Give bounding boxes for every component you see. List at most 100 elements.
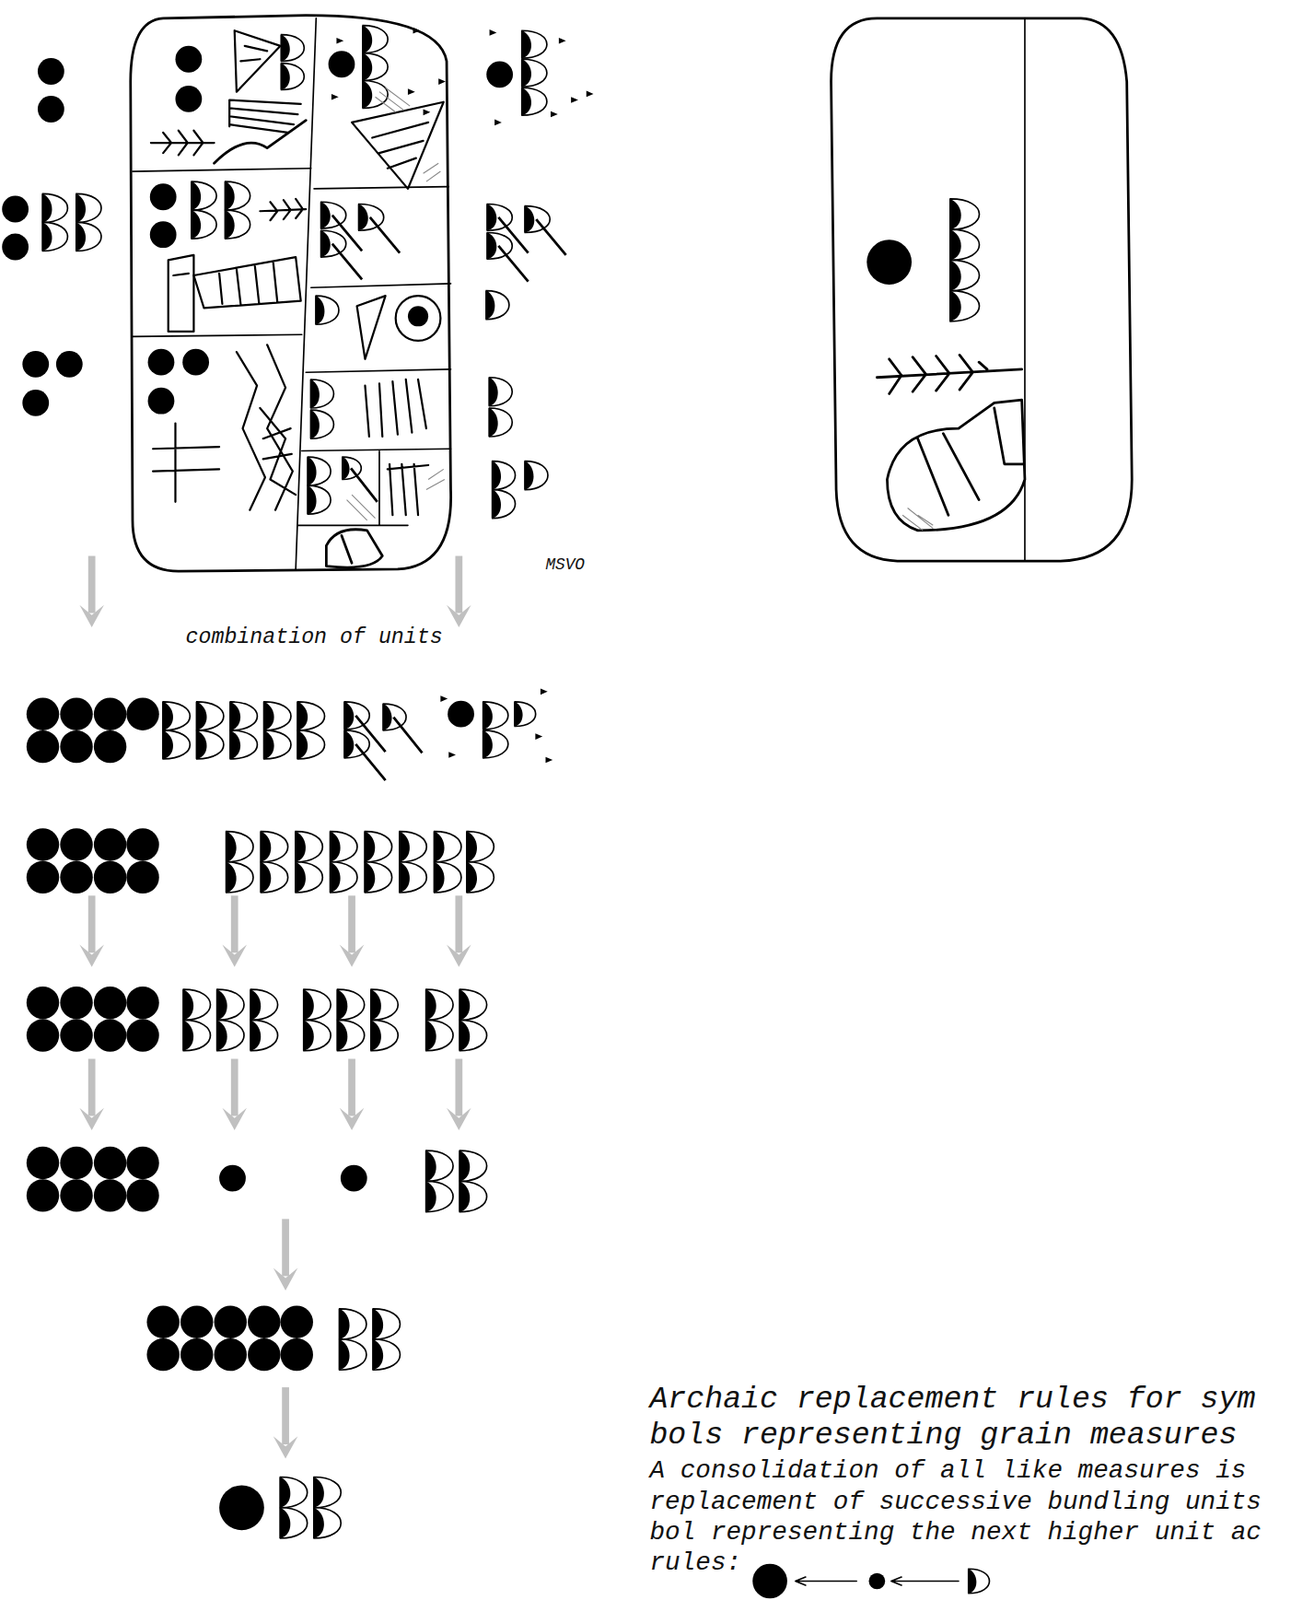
gray-arrow: [281, 1218, 290, 1276]
gray-arrow: [348, 1058, 356, 1117]
sign-stroke: [151, 130, 215, 156]
numeral-dot: [126, 1018, 159, 1051]
numeral-dot: [126, 1178, 159, 1211]
grain-measure-sign: [183, 988, 210, 1020]
grain-measure-sign: [483, 730, 509, 758]
tick-mark: [440, 695, 448, 702]
gray-arrowhead: [221, 1107, 247, 1130]
grain-measure-sign: [315, 295, 339, 325]
grain-measure-sign: [264, 730, 291, 759]
grain-measure-sign: [280, 1507, 308, 1538]
rule-note-line: replacement of successive bundling units: [649, 1488, 1262, 1516]
numeral-dot: [126, 827, 159, 861]
numeral-dot: [174, 85, 202, 113]
grain-measure-sign: [522, 58, 547, 87]
grain-measure-sign: [307, 485, 331, 514]
tick-mark: [413, 27, 421, 35]
grain-measure-sign: [314, 1477, 341, 1508]
grain-measure-sign: [339, 1338, 367, 1370]
gray-arrow: [454, 1058, 463, 1117]
grain-measure-sign: [330, 831, 358, 862]
sign-stroke: [168, 255, 195, 332]
grain-measure-sign: [311, 409, 335, 439]
numeral-dot: [126, 860, 159, 894]
grain-measure-sign: [466, 831, 494, 862]
gray-arrowhead: [79, 604, 105, 628]
tablet-outline: [130, 15, 452, 572]
rule-note-line: bols representing grain measures: [649, 1418, 1237, 1453]
grain-measure-sign: [950, 290, 979, 322]
grain-measure-sign: [76, 221, 102, 251]
grain-measure-sign: [371, 988, 398, 1020]
rule-note-line: A consolidation of all like measures is: [649, 1455, 1246, 1484]
gray-arrow: [88, 1058, 96, 1117]
rule-arrow: [795, 1576, 857, 1585]
gray-arrowhead: [273, 1435, 299, 1458]
numeral-dot: [59, 986, 93, 1019]
numeral-dot: [26, 730, 59, 763]
grain-measure-sign: [399, 861, 427, 893]
grain-measure-sign: [434, 831, 462, 862]
grain-measure-sign: [311, 379, 335, 408]
numeral-dot: [37, 58, 65, 85]
numeral-dot: [180, 1337, 213, 1371]
numeral-dot: [447, 700, 475, 728]
numeral-dot: [180, 1304, 213, 1338]
grain-measure-sign: [191, 209, 217, 239]
grain-measure-sign: [260, 831, 288, 862]
numeral-dot: [280, 1337, 314, 1371]
grain-measure-sign: [362, 25, 388, 54]
sign-stroke: [259, 407, 296, 495]
tick-mark: [407, 88, 416, 95]
grain-measure-sign: [226, 831, 254, 862]
grain-measure-sign: [250, 988, 278, 1020]
grain-measure-sign: [303, 988, 331, 1020]
sign-tail: [393, 717, 422, 754]
tick-mark: [331, 93, 339, 101]
numeral-dot: [182, 348, 210, 376]
numeral-dot: [866, 239, 912, 285]
grain-measure-sign: [230, 730, 257, 759]
gray-arrow: [348, 895, 356, 953]
tick-mark: [494, 119, 502, 127]
numeral-dot: [174, 46, 202, 73]
sign-stroke: [214, 120, 307, 164]
tick-mark: [570, 96, 579, 104]
gray-arrow: [88, 556, 96, 614]
grain-measure-sign: [524, 461, 548, 490]
gray-arrowhead: [446, 943, 472, 966]
grain-measure-sign: [489, 407, 513, 437]
gray-arrowhead: [79, 943, 105, 966]
numeral-dot: [486, 60, 513, 88]
hatching: [902, 507, 933, 530]
numeral-dot: [214, 1304, 247, 1338]
gray-arrowhead: [446, 1107, 472, 1130]
tick-mark: [448, 751, 456, 758]
grain-measure-sign: [337, 988, 365, 1020]
grain-measure-sign: [426, 1180, 454, 1211]
gray-arrow: [454, 556, 463, 614]
hatching: [347, 468, 445, 520]
grain-measure-sign: [426, 988, 454, 1020]
numeral-dot: [126, 1146, 159, 1179]
tick-mark: [550, 111, 559, 118]
numeral-dot: [26, 1018, 59, 1051]
numeral-dot: [93, 1146, 127, 1179]
grain-measure-sign: [459, 1150, 487, 1181]
numeral-dot: [26, 860, 59, 894]
numeral-dot: [150, 183, 177, 210]
grain-measure-sign: [337, 1019, 365, 1050]
grain-measure-sign: [492, 461, 516, 490]
sign-stroke: [152, 423, 220, 502]
numeral-dot: [219, 1164, 246, 1192]
numeral-dot: [146, 1304, 179, 1338]
numeral-dot: [340, 1164, 368, 1192]
numeral-dot: [59, 1018, 93, 1051]
numeral-dot: [126, 697, 159, 730]
step-caption: combination of units: [186, 625, 443, 650]
grain-measure-sign: [459, 988, 487, 1020]
numeral-dot: [22, 389, 49, 417]
rule-note-line: rules:: [649, 1548, 742, 1577]
